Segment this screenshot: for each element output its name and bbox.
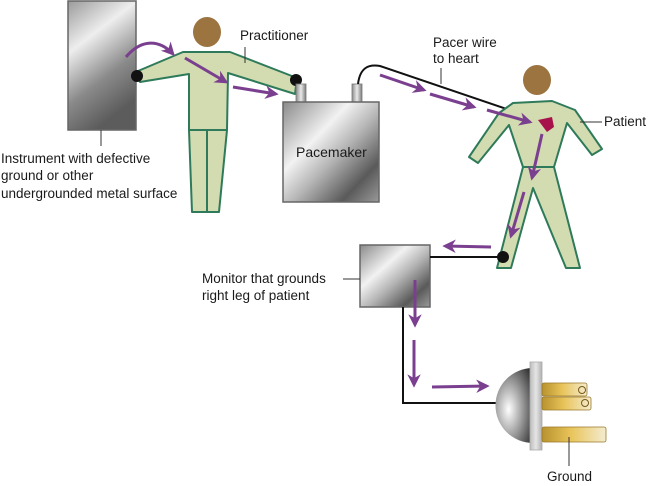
plug-prong-1 <box>541 382 588 397</box>
practitioner-head <box>193 17 221 47</box>
label-instrument-2: ground or other <box>1 168 94 183</box>
label-patient: Patient <box>604 114 646 129</box>
practitioner-figure <box>131 17 302 213</box>
arrow-leg-to-monitor <box>442 239 492 253</box>
current-flow-arrows <box>124 41 544 393</box>
ground-wire <box>402 307 498 404</box>
heart-icon <box>538 117 554 132</box>
patient-head <box>523 65 551 95</box>
label-monitor-2: right leg of patient <box>202 288 310 303</box>
arrow-instrument-to-practitioner <box>124 41 175 58</box>
arrow-wire-2 <box>429 92 477 111</box>
arrow-patient-torso <box>527 133 544 181</box>
label-pacer-wire-2: to heart <box>433 51 479 66</box>
pacemaker-box <box>282 83 380 203</box>
contact-point-left-hand <box>131 70 143 82</box>
contact-point-right-hand <box>290 74 302 86</box>
plug-ground-prong <box>541 426 607 443</box>
patient-body <box>468 100 603 269</box>
label-pacemaker: Pacemaker <box>296 144 367 160</box>
label-practitioner: Practitioner <box>240 28 309 43</box>
patient-figure <box>468 65 603 269</box>
label-pacer-wire-1: Pacer wire <box>433 35 497 50</box>
label-instrument-1: Instrument with defective <box>1 151 150 166</box>
arrow-patient-leg <box>507 191 526 239</box>
arrow-wire-1 <box>379 73 427 93</box>
instrument-box <box>67 0 137 146</box>
monitor-box <box>343 244 503 404</box>
label-monitor-1: Monitor that grounds <box>202 271 326 286</box>
arrow-practitioner-body-2 <box>232 85 279 99</box>
arrow-wire-3 <box>486 108 533 126</box>
arrow-to-ground <box>431 379 490 393</box>
plug-prong-2 <box>541 396 592 411</box>
label-ground: Ground <box>547 469 592 484</box>
pacer-wire <box>357 64 546 123</box>
arrow-practitioner-body-1 <box>184 56 229 84</box>
label-instrument-3: undergrounded metal surface <box>1 186 177 201</box>
plug-icon <box>495 361 607 466</box>
